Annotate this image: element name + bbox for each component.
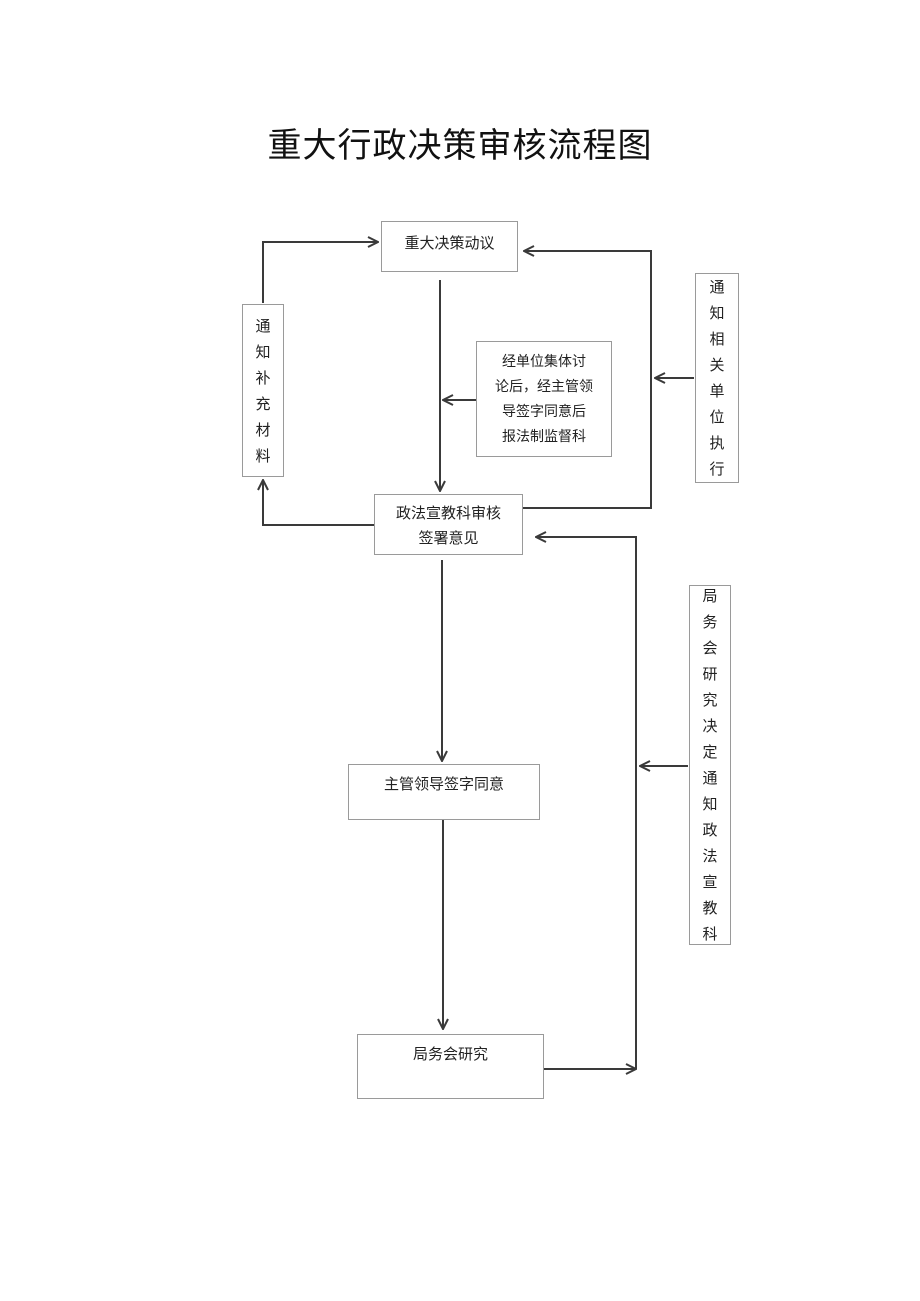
node-supplement: 通 知 补 充 材 料	[242, 304, 284, 477]
decision-char: 定	[702, 743, 718, 761]
supplement-char: 材	[255, 420, 271, 439]
discussion-line: 论后，经主管领	[495, 379, 593, 395]
execute-char: 知	[709, 304, 725, 322]
execute-char: 相	[709, 330, 725, 348]
decision-char: 务	[702, 613, 718, 631]
node-review-line1: 政法宣教科审核	[395, 504, 501, 522]
discussion-line: 导签字同意后	[502, 404, 586, 420]
decision-char: 法	[702, 847, 718, 865]
node-review: 政法宣教科审核 签署意见	[374, 494, 523, 555]
decision-char: 局	[702, 587, 718, 605]
decision-char: 究	[702, 691, 718, 709]
discussion-line: 报法制监督科	[502, 429, 586, 445]
execute-char: 位	[709, 408, 725, 426]
page-title: 重大行政决策审核流程图	[267, 126, 653, 166]
execute-char: 单	[709, 382, 725, 400]
node-leader-label: 主管领导签字同意	[383, 775, 504, 793]
decision-char: 教	[702, 899, 718, 917]
node-meeting-label: 局务会研究	[412, 1045, 488, 1063]
decision-char: 知	[702, 795, 718, 813]
node-execute: 通 知 相 关 单 位 执 行	[695, 273, 739, 483]
execute-char: 行	[709, 460, 725, 478]
node-proposal: 重大决策动议	[381, 221, 518, 272]
execute-char: 通	[709, 278, 725, 296]
node-leader: 主管领导签字同意	[348, 764, 540, 820]
supplement-char: 补	[255, 368, 271, 387]
discussion-line: 经单位集体讨	[502, 354, 586, 370]
node-proposal-label: 重大决策动议	[404, 234, 495, 252]
decision-char: 研	[702, 665, 718, 683]
execute-char: 执	[709, 434, 725, 452]
decision-char: 会	[702, 639, 718, 657]
arrow-review-to-supplement	[263, 480, 374, 526]
node-decision: 局 务 会 研 究 决 定 通 知 政 法 宣 教 科	[689, 585, 731, 945]
supplement-char: 料	[255, 446, 271, 465]
supplement-char: 知	[255, 342, 271, 361]
decision-char: 决	[702, 717, 718, 735]
node-meeting: 局务会研究	[357, 1034, 544, 1099]
node-review-line2: 签署意见	[418, 529, 479, 547]
node-discussion: 经单位集体讨 论后，经主管领 导签字同意后 报法制监督科	[476, 341, 612, 457]
arrow-review-to-execute	[523, 251, 652, 509]
decision-char: 政	[702, 821, 718, 839]
supplement-char: 充	[255, 394, 271, 413]
execute-char: 关	[709, 356, 725, 374]
decision-char: 通	[702, 769, 718, 787]
decision-char: 科	[702, 925, 718, 943]
supplement-char: 通	[255, 316, 271, 335]
decision-char: 宣	[702, 873, 718, 891]
arrow-supplement-to-proposal	[262, 242, 378, 303]
arrow-loop-to-review	[536, 537, 637, 1069]
